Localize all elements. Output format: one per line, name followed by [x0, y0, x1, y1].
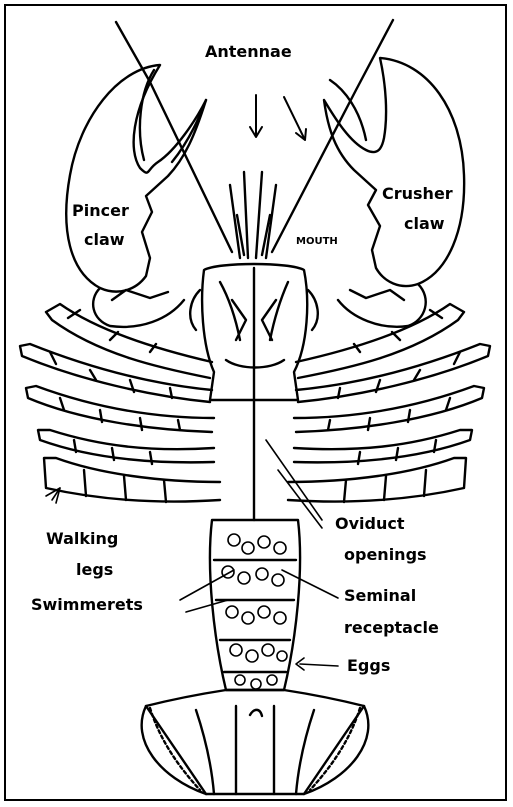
label-pincer-claw-line2: claw	[84, 232, 125, 248]
label-walking-legs-line2: legs	[76, 562, 113, 578]
pincer-claw-shape	[66, 65, 206, 327]
label-walking-legs-line1: Walking	[46, 531, 118, 547]
label-seminal-line2: receptacle	[344, 620, 439, 636]
right-walking-legs	[288, 304, 490, 502]
left-walking-legs	[20, 304, 220, 502]
label-mouth: MOUTH	[296, 237, 338, 247]
label-eggs: Eggs	[347, 658, 390, 674]
label-oviduct-line2: openings	[344, 547, 427, 563]
egg-mass	[222, 534, 287, 689]
label-oviduct-line1: Oviduct	[335, 516, 405, 532]
label-swimmerets: Swimmerets	[31, 597, 143, 613]
abdomen-shape	[210, 520, 300, 690]
label-crusher-claw-line2: claw	[404, 216, 445, 232]
label-seminal-line1: Seminal	[344, 588, 416, 604]
label-crusher-claw-line1: Crusher	[382, 186, 453, 202]
tail-fan	[142, 690, 369, 794]
antennae-arrows	[250, 95, 306, 140]
label-antennae: Antennae	[205, 44, 292, 60]
label-pincer-claw-line1: Pincer	[72, 203, 129, 219]
